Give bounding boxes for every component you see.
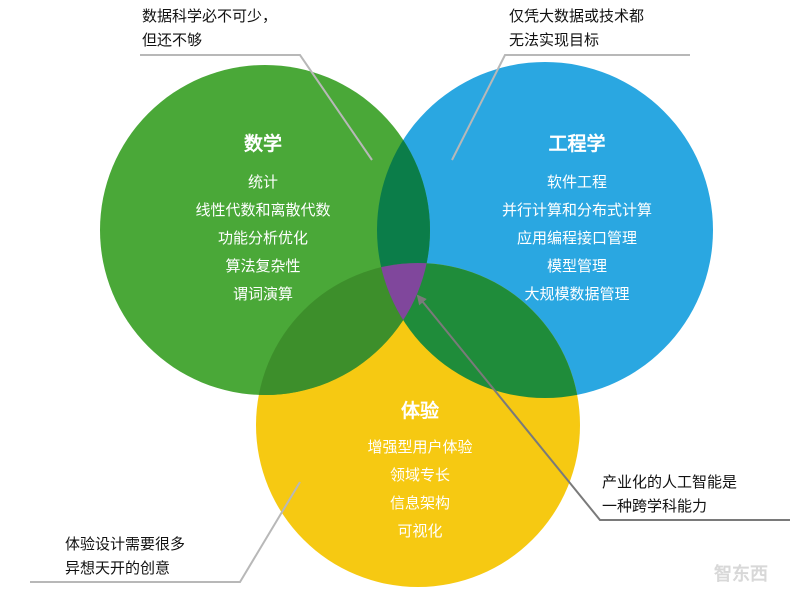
experience-item: 可视化: [397, 522, 442, 540]
experience-item: 信息架构: [390, 494, 450, 512]
engineering-item: 软件工程: [547, 173, 607, 191]
callout-bottom-right-line: 一种跨学科能力: [602, 497, 707, 515]
leader-line-bottom-left: [30, 481, 301, 583]
math-item: 线性代数和离散代数: [195, 201, 330, 219]
math-item: 谓词演算: [233, 285, 293, 303]
callout-top-right-line: 无法实现目标: [509, 31, 599, 49]
watermark: 智东西: [714, 563, 768, 585]
callout-bottom-left-line: 体验设计需要很多: [65, 535, 185, 553]
engineering-experience-overlap: [377, 263, 580, 398]
engineering-item: 并行计算和分布式计算: [502, 201, 652, 219]
engineering-item: 大规模数据管理: [524, 285, 629, 303]
callout-top-left-line: 但还不够: [142, 31, 202, 49]
experience-title: 体验: [401, 399, 440, 422]
math-experience-overlap: [256, 263, 430, 395]
engineering-item: 应用编程接口管理: [517, 229, 637, 247]
engineering-title: 工程学: [548, 132, 605, 155]
engineering-item: 模型管理: [547, 257, 607, 275]
leader-line-top-left: [140, 54, 373, 161]
experience-item: 增强型用户体验: [367, 438, 472, 456]
callout-top-right-line: 仅凭大数据或技术都: [509, 7, 644, 25]
math-title: 数学: [244, 132, 282, 155]
experience-item: 领域专长: [390, 466, 450, 484]
math-item: 功能分析优化: [218, 229, 308, 247]
callout-top-left-line: 数据科学必不可少，: [142, 7, 277, 25]
callout-bottom-left-line: 异想天开的创意: [65, 559, 170, 577]
leader-line-top-right: [451, 54, 690, 161]
center-arrow: [416, 294, 790, 521]
math-item: 统计: [248, 173, 278, 191]
math-item: 算法复杂性: [225, 257, 300, 275]
callout-bottom-right-line: 产业化的人工智能是: [602, 473, 737, 491]
